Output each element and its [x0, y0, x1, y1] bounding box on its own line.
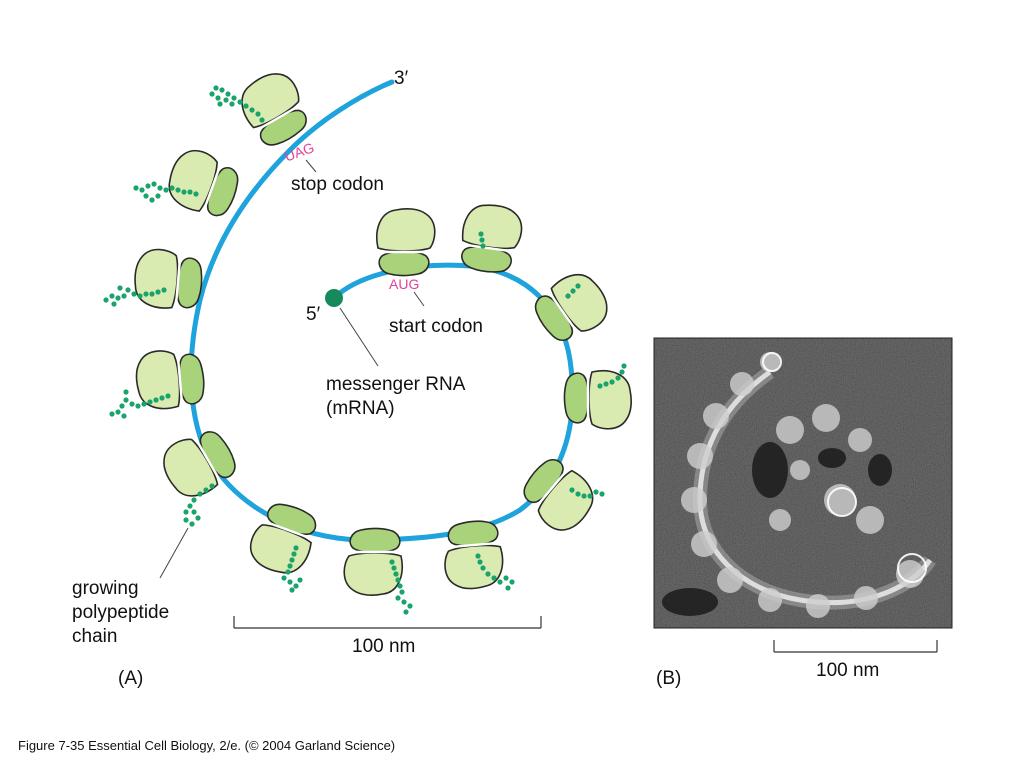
mrna-label-line2: (mRNA) — [326, 398, 395, 419]
panel-a-diagram: UAG AUG 3′ 5′ stop codon start codon mes… — [72, 64, 633, 689]
panel-b-micrograph: 100 nm (B) — [653, 337, 953, 689]
mrna-5-prime-label: 5′ — [306, 304, 321, 325]
stop-codon-label: stop codon — [291, 174, 384, 195]
ribosome — [131, 246, 206, 313]
ribosome — [526, 263, 618, 352]
panel-b-label: (B) — [656, 668, 681, 689]
mrna-3-prime-label: 3′ — [394, 68, 409, 89]
ribosome — [563, 369, 633, 430]
mrna-strand — [188, 79, 575, 543]
start-codon-label: start codon — [389, 316, 483, 337]
chain-label-line3: chain — [72, 626, 117, 647]
mrna-5-prime-cap — [325, 289, 343, 307]
ribosome — [133, 346, 207, 413]
stop-codon-sequence: UAG — [282, 139, 316, 164]
figure-caption: Figure 7-35 Essential Cell Biology, 2/e.… — [18, 738, 396, 753]
polypeptide-chain — [103, 85, 627, 615]
chain-label-line1: growing — [72, 578, 139, 599]
ribosome — [456, 200, 526, 277]
scale-label-a: 100 nm — [352, 636, 415, 657]
chain-label-line2: polypeptide — [72, 602, 169, 623]
scale-bar-a — [233, 616, 542, 629]
start-codon-sequence: AUG — [389, 276, 419, 292]
scale-label-b: 100 nm — [816, 660, 879, 681]
panel-a-label: (A) — [118, 668, 143, 689]
ribosome — [160, 143, 246, 223]
mrna-label-line1: messenger RNA — [326, 374, 466, 395]
scale-bar-b — [773, 640, 938, 653]
ribosome — [375, 207, 436, 277]
